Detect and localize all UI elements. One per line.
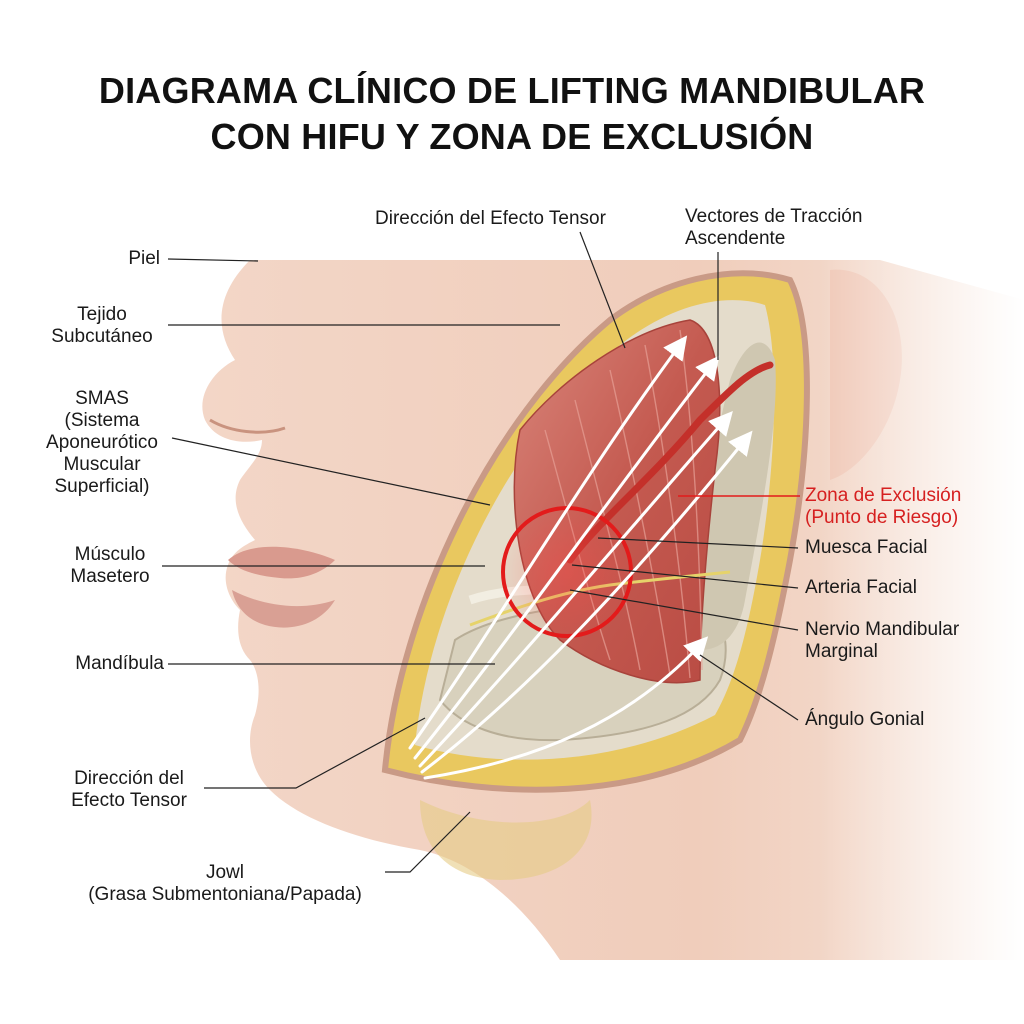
- traction-arrow-3: [418, 410, 733, 768]
- traction-arrow-5: [423, 636, 709, 780]
- label-zona-exclusion: Zona de Exclusión(Punto de Riesgo): [805, 485, 962, 528]
- leader-lines: [162, 231, 799, 873]
- leader-jowl: [385, 811, 471, 873]
- leader-nervio: [569, 589, 799, 631]
- title-line-2: CON HIFU Y ZONA DE EXCLUSIÓN: [210, 116, 814, 157]
- traction-vectors: [408, 335, 753, 780]
- neck-fade: [820, 260, 1024, 960]
- label-jowl: Jowl(Grasa Submentoniana/Papada): [88, 862, 362, 905]
- label-arteria-facial: Arteria Facial: [805, 577, 917, 598]
- nostril-line: [209, 418, 286, 434]
- leader-direccion-bottom: [204, 717, 426, 789]
- label-piel: Piel: [128, 248, 160, 269]
- lower-lip: [232, 590, 335, 628]
- leader-direccion-top: [579, 231, 626, 349]
- traction-arrow-2: [413, 355, 720, 760]
- jowl-fat: [420, 800, 592, 880]
- leader-angulo: [699, 654, 799, 721]
- label-mandibula: Mandíbula: [75, 653, 164, 674]
- label-angulo-gonial: Ángulo Gonial: [805, 709, 925, 730]
- traction-arrow-4: [420, 430, 753, 774]
- leader-muesca: [597, 537, 799, 549]
- label-direccion-efecto-top: Dirección del Efecto Tensor: [375, 208, 606, 229]
- title-line-1: DIAGRAMA CLÍNICO DE LIFTING MANDIBULAR: [98, 70, 926, 111]
- lips: [228, 546, 335, 579]
- label-muesca-facial: Muesca Facial: [805, 537, 928, 558]
- traction-arrow-1: [408, 335, 688, 750]
- leader-piel: [167, 258, 259, 262]
- leader-smas: [171, 437, 491, 506]
- leader-arteria: [571, 564, 799, 589]
